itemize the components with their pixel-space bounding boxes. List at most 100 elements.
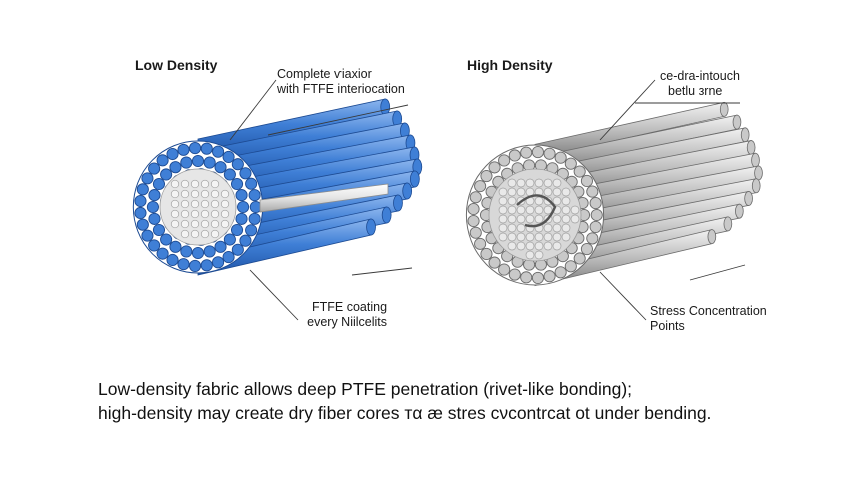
- high-core-fiber: [561, 223, 571, 233]
- low-core-fiber: [180, 189, 190, 199]
- low-fiber: [191, 154, 205, 168]
- low-core-fiber: [210, 209, 220, 219]
- high-core-fiber: [516, 178, 526, 188]
- high-rod-end: [707, 229, 717, 245]
- high-core-fiber: [507, 232, 517, 242]
- low-top-callout: Complete ѵiaxior with FTFE interiocation: [277, 67, 405, 97]
- low-fiber: [152, 223, 166, 237]
- high-rod-end: [735, 203, 744, 219]
- low-core-fiber: [170, 189, 180, 199]
- low-fiber: [141, 172, 154, 185]
- figure-caption: Low-density fabric allows deep PTFE pene…: [98, 377, 711, 425]
- high-core-fiber: [498, 232, 508, 242]
- low-fiber: [148, 162, 161, 175]
- low-core-fiber: [180, 209, 190, 219]
- low-density-title: Low Density: [135, 57, 218, 73]
- low-core-fiber: [210, 189, 220, 199]
- high-core-fiber: [516, 205, 526, 215]
- high-core-fiber: [534, 214, 544, 224]
- low-fiber: [134, 194, 147, 208]
- low-rod-end: [366, 218, 376, 236]
- high-bottom-callout: Stress Concentration Points: [650, 304, 767, 334]
- low-fiber: [212, 256, 225, 269]
- high-fiber: [488, 256, 501, 269]
- high-fiber: [480, 170, 493, 183]
- low-fiber: [235, 189, 248, 202]
- low-fiber: [180, 245, 193, 258]
- high-core-fiber: [561, 205, 571, 215]
- high-fiber: [469, 226, 482, 239]
- low-fiber: [231, 158, 244, 171]
- low-fiber: [235, 212, 248, 225]
- high-rod-end: [732, 114, 742, 130]
- low-fiber: [148, 189, 161, 202]
- high-core-fiber: [552, 223, 562, 233]
- caption-line-1: Low-density fabric allows deep PTFE pene…: [98, 379, 633, 399]
- low-fiber: [160, 168, 173, 181]
- high-core-fiber: [498, 187, 508, 197]
- high-fiber: [586, 185, 599, 198]
- high-fiber: [467, 202, 480, 216]
- high-core-fiber: [525, 178, 535, 188]
- low-fiber: [189, 259, 202, 272]
- low-bottom-callout: FTFE coating every Niilcelits: [296, 300, 387, 330]
- high-core-fiber: [498, 214, 508, 224]
- low-core-fiber: [220, 209, 230, 219]
- low-core-fiber: [190, 209, 200, 219]
- high-rod-end: [744, 191, 753, 206]
- low-fiber: [214, 161, 227, 174]
- low-fiber: [230, 177, 244, 191]
- high-fiber: [554, 151, 567, 164]
- high-core-fiber: [534, 250, 544, 260]
- low-fiber: [237, 200, 250, 214]
- high-fiber: [580, 174, 593, 187]
- low-fiber: [200, 142, 213, 155]
- high-fiber: [469, 191, 482, 204]
- high-core-fiber: [507, 187, 517, 197]
- high-core-fiber: [543, 187, 553, 197]
- high-guide-bottom: [689, 264, 746, 281]
- high-fiber: [467, 214, 480, 228]
- low-fiber: [169, 161, 182, 174]
- high-core-fiber: [561, 214, 571, 224]
- high-core-fiber: [534, 241, 544, 251]
- high-fiber: [589, 197, 602, 210]
- low-bottom-callout-line-1: FTFE coating: [312, 300, 388, 314]
- low-core-fiber: [220, 219, 230, 229]
- high-core-fiber: [534, 232, 544, 242]
- high-fiber: [474, 180, 487, 193]
- high-core-fiber: [552, 241, 562, 251]
- high-density-title: High Density: [467, 57, 553, 73]
- low-fiber: [239, 234, 252, 247]
- high-core-fiber: [552, 214, 562, 224]
- low-fiber: [156, 154, 169, 167]
- high-fiber: [508, 149, 521, 162]
- high-bottom-leader: [599, 271, 647, 321]
- low-core-fiber: [210, 199, 220, 209]
- high-core-fiber: [525, 250, 535, 260]
- high-core-fiber: [552, 178, 562, 188]
- high-rod-end: [746, 140, 756, 155]
- low-core-fiber: [210, 219, 220, 229]
- low-fiber: [146, 200, 159, 214]
- high-fiber: [520, 271, 533, 284]
- low-core-fiber: [200, 199, 210, 209]
- low-fiber: [152, 177, 166, 191]
- low-core-fiber: [190, 179, 200, 189]
- low-core-fiber: [190, 199, 200, 209]
- high-fiber: [520, 146, 533, 159]
- low-fiber: [222, 150, 235, 163]
- low-fiber: [136, 218, 149, 231]
- high-core-fiber: [507, 196, 517, 206]
- high-core-fiber: [534, 178, 544, 188]
- low-fiber: [245, 224, 258, 237]
- low-fiber: [231, 243, 244, 256]
- high-core-fiber: [525, 232, 535, 242]
- high-bottom-callout-line-2: Points: [650, 319, 685, 333]
- high-core-fiber: [561, 196, 571, 206]
- low-fiber: [239, 167, 252, 180]
- low-fiber: [166, 147, 179, 161]
- low-fiber: [214, 240, 227, 253]
- low-core-fiber: [170, 209, 180, 219]
- high-fiber: [573, 252, 586, 265]
